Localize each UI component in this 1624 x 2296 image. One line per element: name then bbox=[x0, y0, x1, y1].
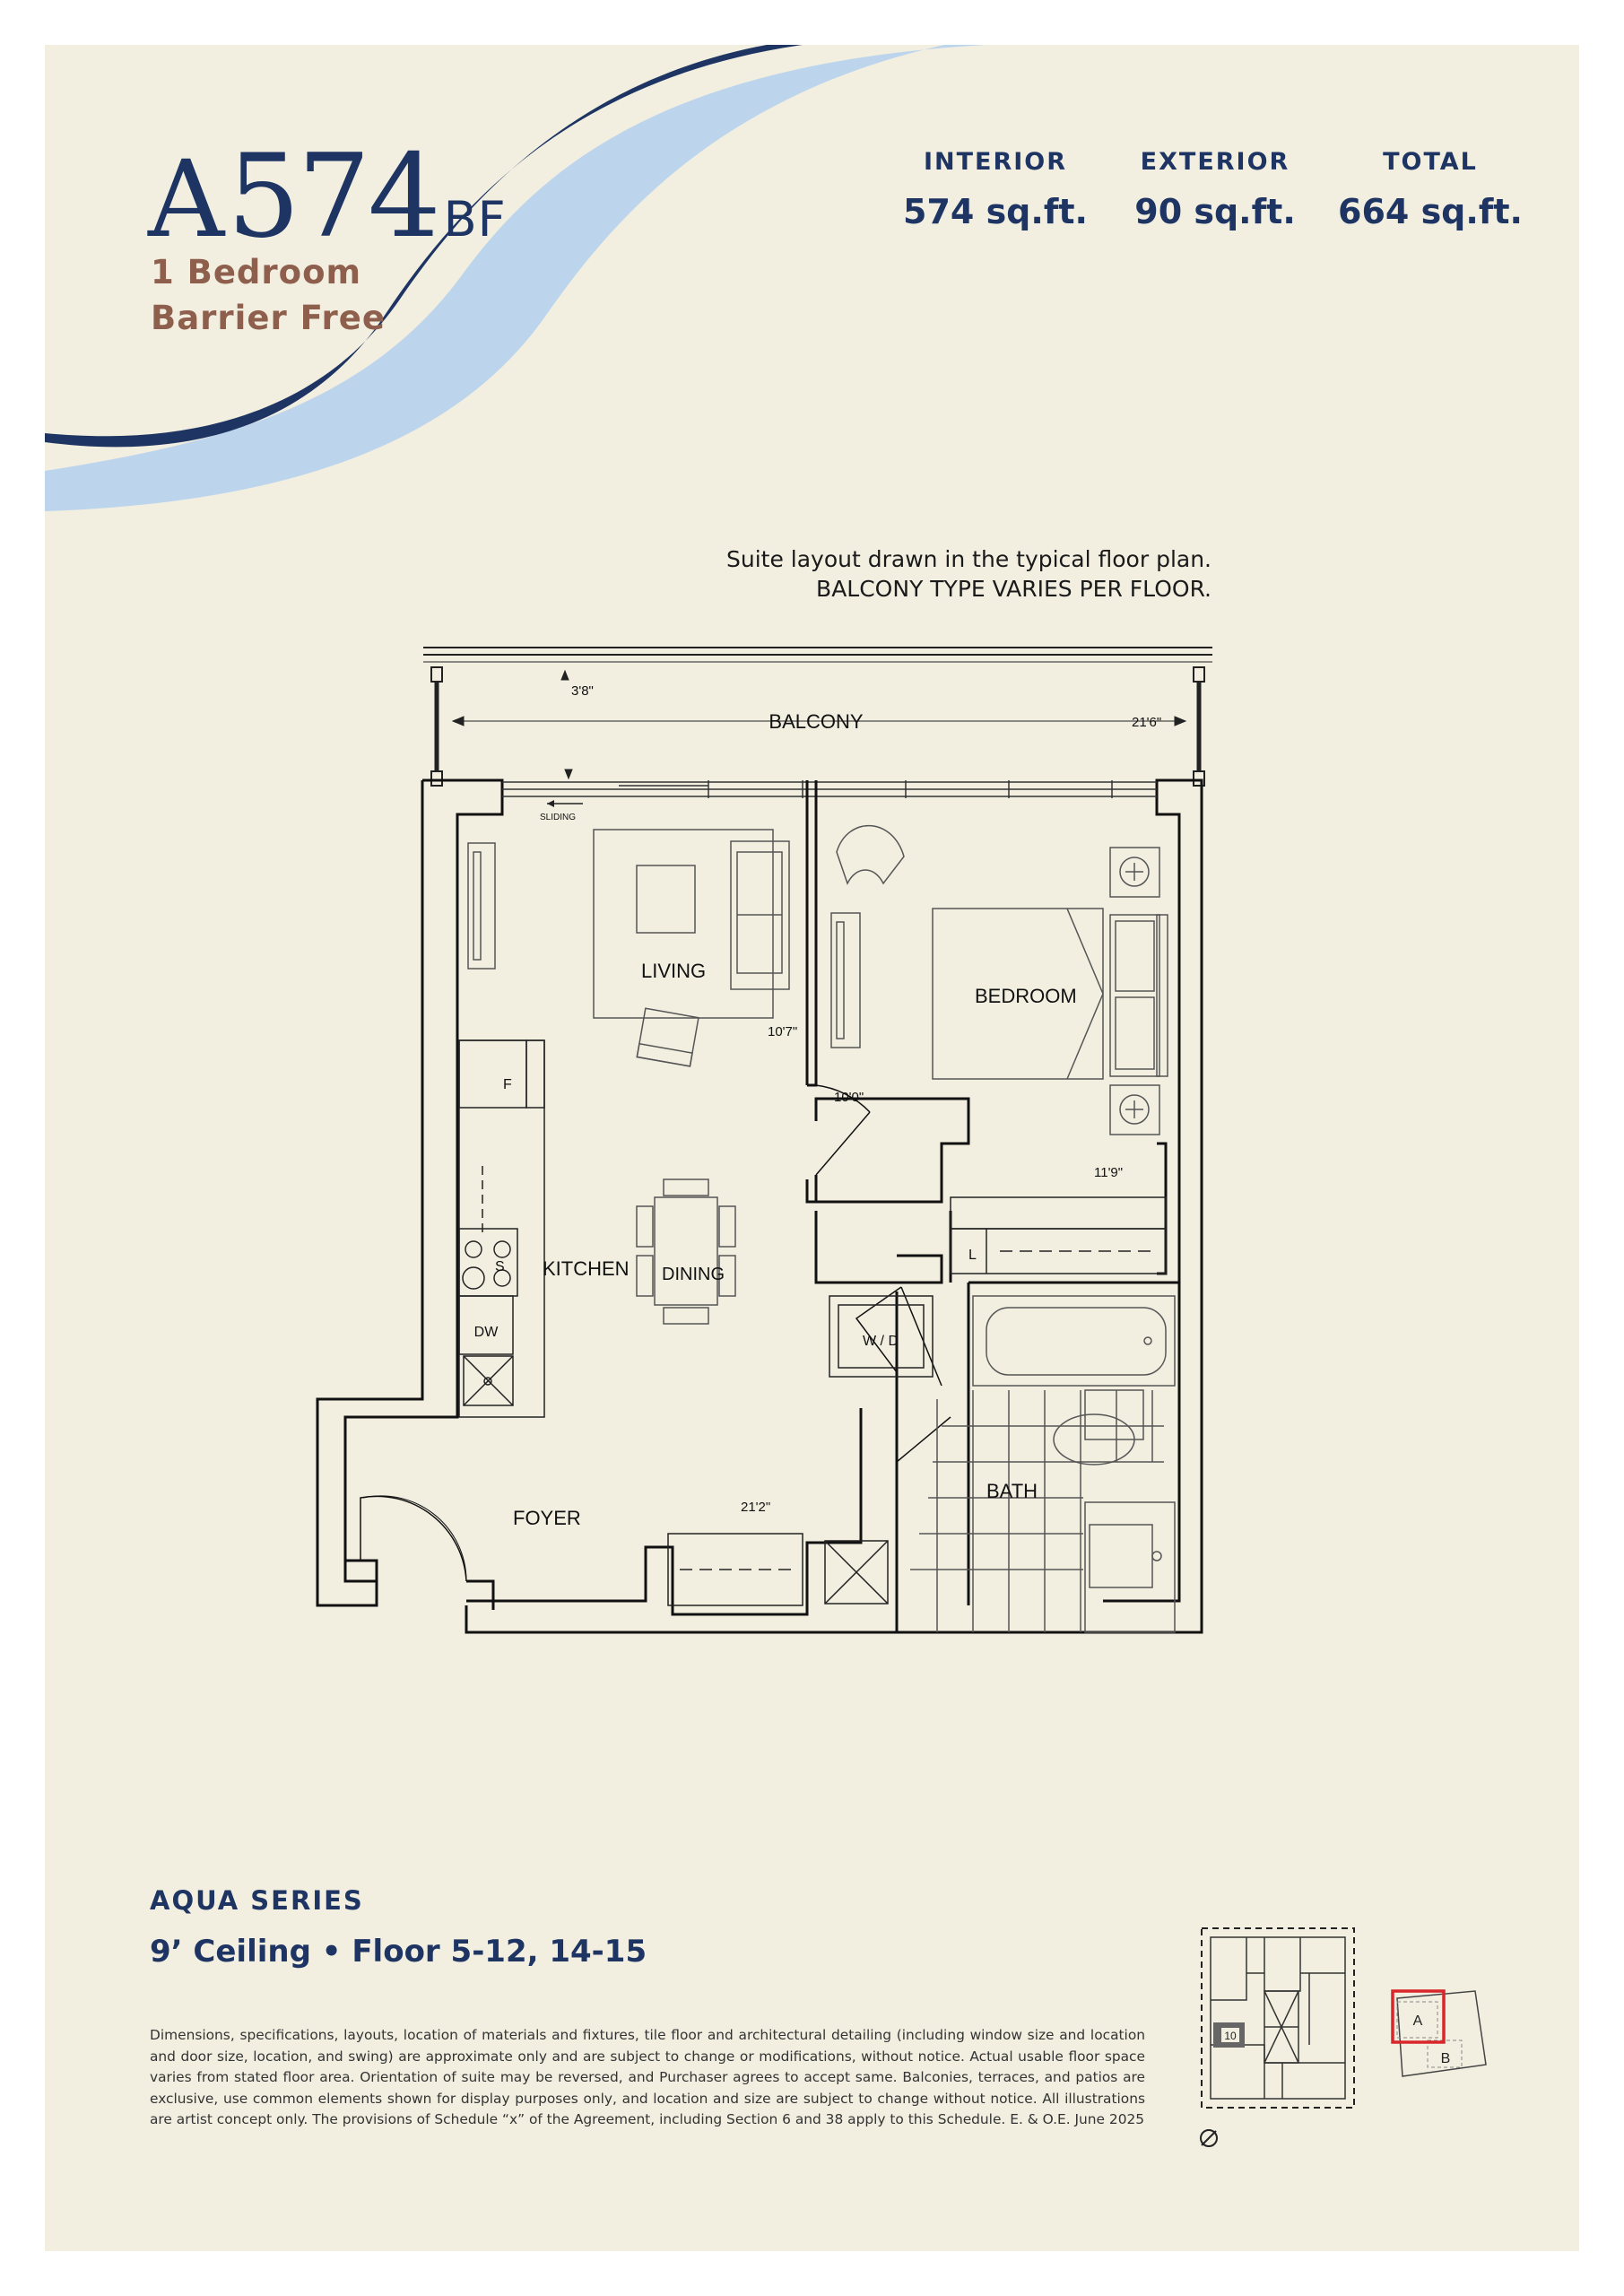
building-b-label: B bbox=[1441, 2051, 1451, 2066]
total-label: TOTAL bbox=[1383, 148, 1478, 176]
balcony-dim-right: 21'6" bbox=[1132, 715, 1161, 730]
floor-plan: 3'8" 21'6" BALCONY SLIDING bbox=[316, 647, 1212, 1634]
bedroom-dim-2: 11'9" bbox=[1094, 1165, 1123, 1180]
exterior-area: EXTERIOR 90 sq.ft. bbox=[1116, 148, 1314, 231]
exterior-walls bbox=[316, 778, 1203, 1634]
key-plan-floor-number: 10 bbox=[1224, 2030, 1237, 2042]
site-plan bbox=[1391, 1989, 1487, 2077]
door-swings bbox=[360, 1084, 951, 1582]
unit-letter: A bbox=[148, 137, 224, 261]
window-strip bbox=[502, 780, 1157, 798]
bedroom-label: BEDROOM bbox=[975, 985, 1077, 1007]
bedroom-closet bbox=[950, 1196, 1167, 1274]
foyer-label: FOYER bbox=[513, 1507, 581, 1529]
total-value: 664 sq.ft. bbox=[1338, 192, 1523, 231]
unit-number: 574 bbox=[227, 130, 440, 264]
building-a-label: A bbox=[1413, 2013, 1423, 2029]
unit-type-bedrooms: 1 Bedroom bbox=[151, 253, 362, 291]
dining-table bbox=[636, 1178, 736, 1325]
interior-area: INTERIOR 574 sq.ft. bbox=[897, 148, 1094, 231]
fridge-label: F bbox=[503, 1077, 512, 1092]
living-dim: 10'7" bbox=[768, 1024, 797, 1039]
building-a-highlight bbox=[1391, 1989, 1446, 2044]
bathroom bbox=[910, 1295, 1176, 1633]
living-furniture bbox=[467, 829, 790, 1067]
exterior-label: EXTERIOR bbox=[1140, 148, 1290, 176]
ceiling-floors: 9’ Ceiling • Floor 5-12, 14-15 bbox=[150, 1934, 647, 1970]
total-area: TOTAL 664 sq.ft. bbox=[1327, 148, 1533, 231]
bedroom-dim: 10'0" bbox=[834, 1090, 864, 1105]
wave-light-band bbox=[45, 45, 986, 511]
stove-label: S bbox=[495, 1259, 505, 1274]
balcony-railing bbox=[423, 647, 1212, 787]
laundry-closet bbox=[829, 1295, 934, 1378]
foyer-closet bbox=[667, 1533, 889, 1606]
unit-type-accessibility: Barrier Free bbox=[151, 299, 386, 337]
bath-label: BATH bbox=[986, 1480, 1038, 1502]
unit-suffix: BF bbox=[443, 191, 507, 248]
balcony-label: BALCONY bbox=[769, 710, 863, 733]
key-plan: 10 A B bbox=[1200, 1927, 1487, 2147]
balcony-dim-left: 3'8" bbox=[571, 683, 594, 699]
series-name: AQUA SERIES bbox=[150, 1885, 364, 1916]
dining-label: DINING bbox=[662, 1265, 725, 1284]
decorative-wave bbox=[45, 45, 986, 511]
key-plan-frame bbox=[1201, 1927, 1355, 2109]
foyer-dim: 21'2" bbox=[741, 1500, 770, 1515]
living-label: LIVING bbox=[641, 960, 706, 982]
linen-label: L bbox=[968, 1248, 977, 1263]
bedroom-furniture bbox=[830, 824, 1168, 1135]
kitchen-counter bbox=[458, 1039, 545, 1418]
interior-value: 574 sq.ft. bbox=[903, 192, 1088, 231]
plan-note: Suite layout drawn in the typical floor … bbox=[726, 544, 1211, 604]
kitchen-label: KITCHEN bbox=[543, 1257, 630, 1280]
sliding-label: SLIDING bbox=[540, 813, 576, 822]
compass-icon bbox=[1200, 2129, 1218, 2147]
plan-note-line1: Suite layout drawn in the typical floor … bbox=[725, 546, 1211, 572]
dishwasher-label: DW bbox=[474, 1325, 499, 1340]
washer-dryer-label: W / D bbox=[863, 1334, 899, 1349]
legal-disclaimer: Dimensions, specifications, layouts, loc… bbox=[150, 2027, 1145, 2127]
plan-note-line2: BALCONY TYPE VARIES PER FLOOR. bbox=[816, 576, 1211, 602]
interior-label: INTERIOR bbox=[923, 148, 1068, 176]
key-plan-floor bbox=[1210, 1936, 1346, 2100]
exterior-value: 90 sq.ft. bbox=[1134, 192, 1296, 231]
